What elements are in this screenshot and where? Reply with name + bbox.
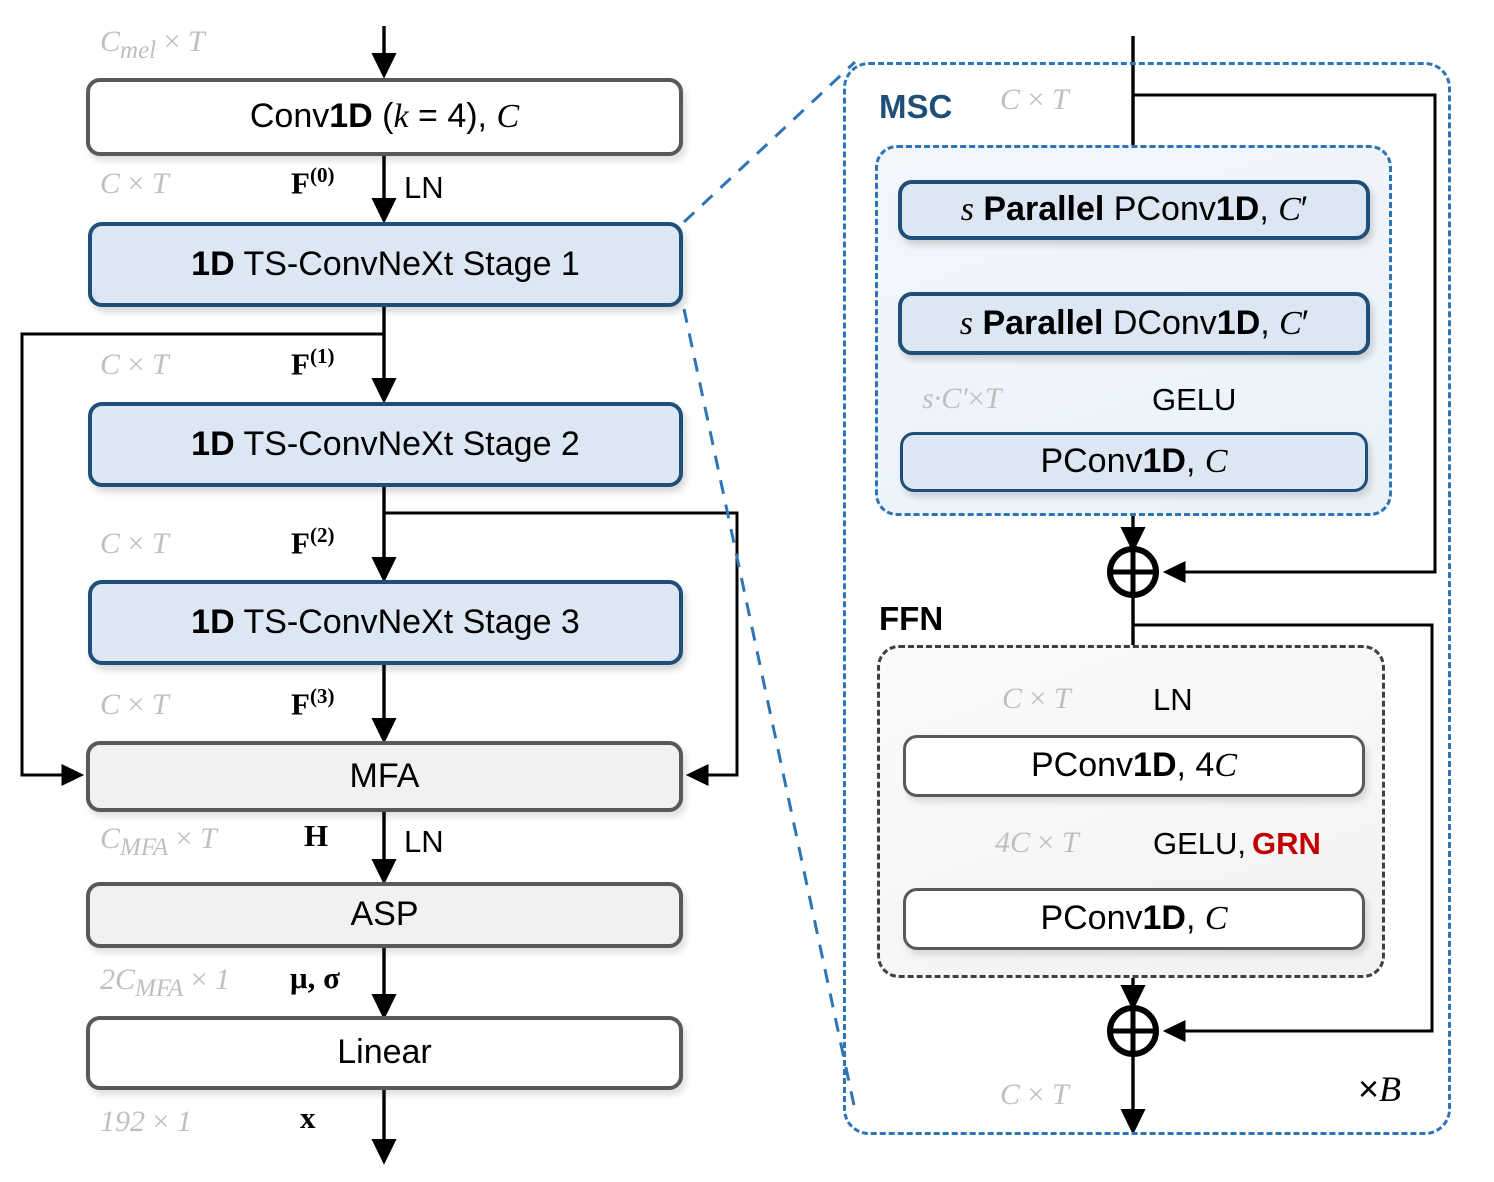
node-asp-label: ASP [350,895,419,934]
node-ts-convnext-stage-1[interactable]: 1D TS-ConvNeXt Stage 1 [88,222,683,307]
node-ffn-pconv1d-4c[interactable]: PConv1D, 4C [903,735,1365,797]
ffn-title: FFN [879,600,944,637]
dim-output: 192 × 1 [100,1105,192,1138]
node-conv1d[interactable]: Conv1D (k = 4), C [86,78,683,156]
ffn-grn-label: GRN [1252,826,1321,861]
node-mfa[interactable]: MFA [86,741,683,812]
dim-h: CMFA × T [100,822,217,861]
msc-input-dim: C × T [1000,83,1069,116]
node-msc-pconv1d[interactable]: PConv1D, C [900,432,1368,492]
node-parallel-pconv1d-label: s Parallel PConv1D, C′ [960,190,1308,229]
dim-f0: C × T [100,167,169,200]
node-linear[interactable]: Linear [86,1016,683,1090]
msc-gelu-label: GELU [1152,382,1237,417]
feature-h: H [304,818,329,853]
msc-add-icon [1107,546,1159,598]
msc-residual-connection [1133,93,1437,584]
node-linear-label: Linear [337,1033,432,1072]
node-ts-convnext-stage-3[interactable]: 1D TS-ConvNeXt Stage 3 [88,580,683,665]
feature-f3: F(3) [291,684,335,722]
skip-connection-stage2-to-mfa [384,511,739,787]
dim-f3: C × T [100,688,169,721]
op-ln-after-conv: LN [404,170,444,205]
block-container-outer [843,62,1451,1135]
dim-f2: C × T [100,527,169,560]
skip-connection-stage1-to-mfa [20,332,384,787]
node-parallel-dconv1d-label: s Parallel DConv1D, C′ [959,303,1309,342]
ffn-add-icon [1107,1005,1159,1057]
node-conv1d-label: Conv1D (k = 4), C [249,97,520,136]
ffn-ln-label: LN [1153,682,1193,717]
feature-x: x [300,1100,316,1135]
node-parallel-dconv1d[interactable]: s Parallel DConv1D, C′ [898,292,1370,355]
node-ts-convnext-stage-3-label: 1D TS-ConvNeXt Stage 3 [191,602,580,641]
msc-mid-dim: s·C′×T [922,382,1002,415]
feature-mu-sigma: μ, σ [290,960,340,995]
ffn-gelu-label: GELU, [1153,826,1247,861]
ffn-residual-connection [1133,623,1434,1043]
dim-input: Cmel × T [100,25,205,64]
op-ln-after-mfa: LN [404,824,444,859]
node-mfa-label: MFA [349,756,420,795]
feature-f1: F(1) [291,344,335,382]
feature-f2: F(2) [291,523,335,561]
node-ffn-pconv1d-c[interactable]: PConv1D, C [903,888,1365,950]
dim-f1: C × T [100,348,169,381]
ffn-input-dim: C × T [1002,682,1071,715]
node-ts-convnext-stage-2[interactable]: 1D TS-ConvNeXt Stage 2 [88,402,683,487]
zoom-connector-lines [682,60,857,1111]
node-ts-convnext-stage-1-label: 1D TS-ConvNeXt Stage 1 [191,244,580,283]
node-ffn-pconv1d-4c-label: PConv1D, 4C [1030,746,1238,785]
node-msc-pconv1d-label: PConv1D, C [1040,442,1228,481]
repeat-count-label: ×B [1358,1068,1402,1109]
ffn-mid-dim: 4C × T [995,826,1079,859]
node-ffn-pconv1d-c-label: PConv1D, C [1040,899,1228,938]
dim-stats: 2CMFA × 1 [100,963,231,1002]
feature-f0: F(0) [291,163,335,201]
node-parallel-pconv1d[interactable]: s Parallel PConv1D, C′ [898,180,1370,240]
node-ts-convnext-stage-2-label: 1D TS-ConvNeXt Stage 2 [191,424,580,463]
node-asp[interactable]: ASP [86,882,683,948]
msc-title: MSC [879,88,953,125]
block-output-dim: C × T [1000,1078,1069,1111]
